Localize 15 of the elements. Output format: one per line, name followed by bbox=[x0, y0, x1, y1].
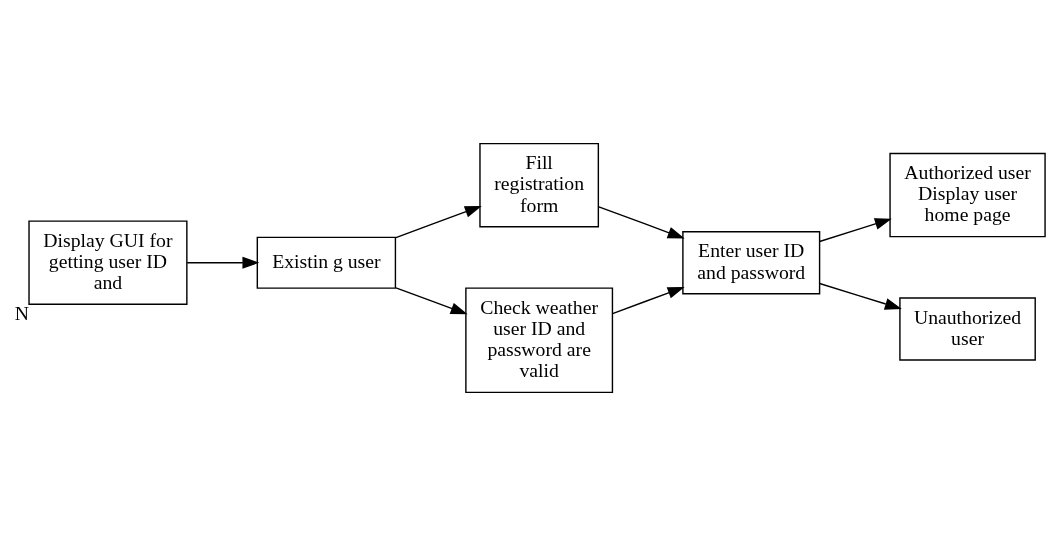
node-label: N bbox=[14, 301, 30, 324]
node-box: Enter user ID and password bbox=[682, 230, 821, 294]
node-box: Check weather user ID and password are valid bbox=[465, 286, 614, 393]
arrow bbox=[186, 256, 260, 269]
arrow bbox=[395, 205, 482, 238]
node-box: Display GUI for getting user ID and bbox=[28, 219, 188, 305]
node-box: Authorized user Display user home page bbox=[889, 152, 1046, 237]
arrow bbox=[611, 286, 685, 314]
node-box: Existin g user bbox=[256, 236, 397, 289]
node-box: Fill registration form bbox=[479, 142, 600, 227]
node-box: Unauthorized user bbox=[899, 296, 1036, 361]
arrow bbox=[598, 205, 685, 239]
arrow bbox=[818, 282, 902, 310]
arrow bbox=[395, 286, 468, 314]
arrow bbox=[818, 217, 892, 242]
